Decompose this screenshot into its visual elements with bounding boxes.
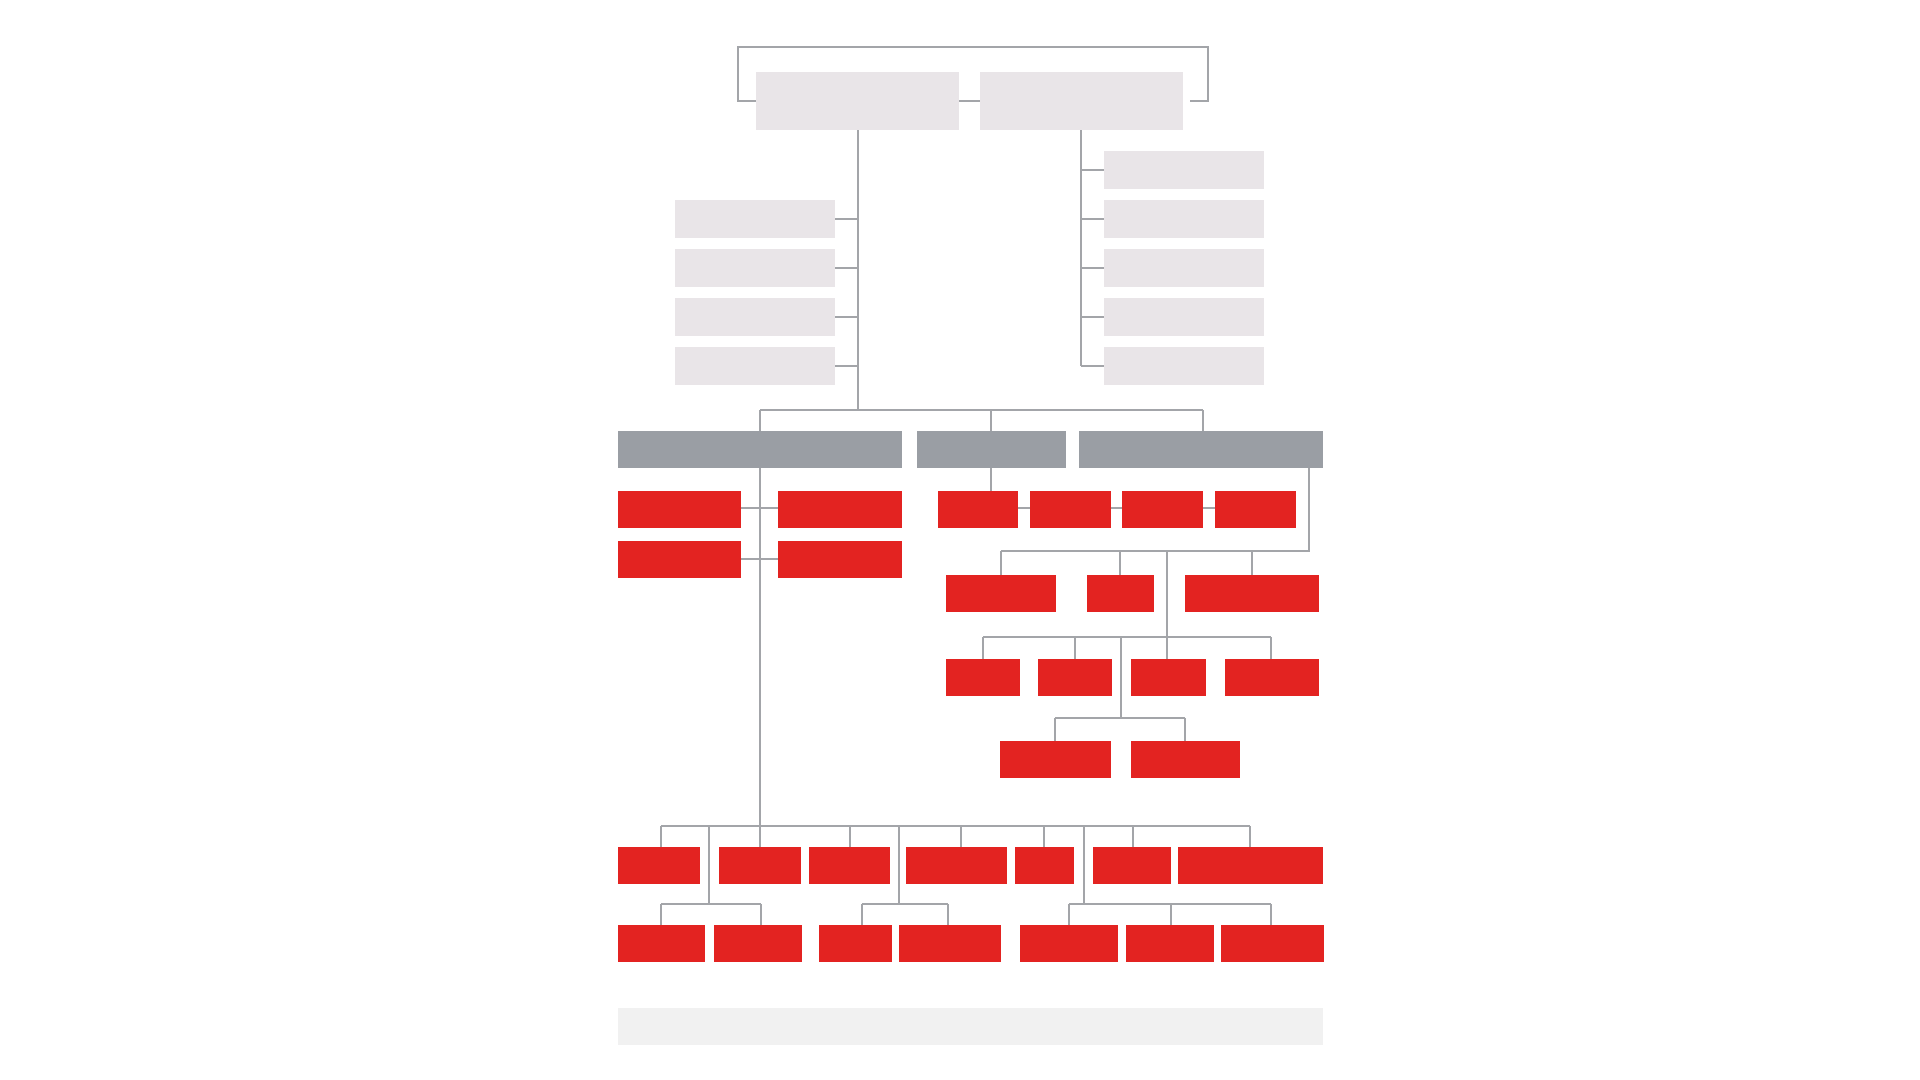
right-branch-unit-5 <box>1038 659 1112 696</box>
bottom-row1-unit-6 <box>1093 847 1171 884</box>
left-division-unit-4 <box>778 541 902 578</box>
right-branch-unit-4 <box>946 659 1020 696</box>
left-staff-box-3 <box>675 298 835 336</box>
bottom-row1-unit-7 <box>1178 847 1323 884</box>
division-header-left <box>618 431 902 468</box>
division-header-right <box>1079 431 1323 468</box>
footer-bar <box>618 1008 1323 1045</box>
right-division-branch-bus <box>1001 468 1310 552</box>
right-staff-box-1 <box>1104 151 1264 189</box>
executive-bracket-line <box>737 46 1209 102</box>
left-division-unit-1 <box>618 491 741 528</box>
right-branch-unit-6 <box>1131 659 1206 696</box>
bottom-row1-unit-1 <box>618 847 700 884</box>
bottom-row2-unit-2 <box>714 925 802 962</box>
bottom-row2-unit-4 <box>899 925 1001 962</box>
right-branch-unit-9 <box>1131 741 1240 778</box>
bottom-row2-unit-7 <box>1221 925 1324 962</box>
left-staff-box-1 <box>675 200 835 238</box>
bottom-row2-unit-1 <box>618 925 705 962</box>
division-header-middle <box>917 431 1066 468</box>
bottom-row1-unit-2 <box>719 847 801 884</box>
bottom-row2-unit-5 <box>1020 925 1118 962</box>
middle-division-unit-4 <box>1215 491 1296 528</box>
right-branch-unit-7 <box>1225 659 1319 696</box>
right-staff-box-2 <box>1104 200 1264 238</box>
bottom-row1-unit-5 <box>1015 847 1074 884</box>
org-boxes <box>618 72 1324 1045</box>
right-branch-unit-3 <box>1185 575 1319 612</box>
executive-box-1 <box>756 72 959 130</box>
bottom-row1-unit-3 <box>809 847 890 884</box>
right-branch-unit-2 <box>1087 575 1154 612</box>
right-staff-box-5 <box>1104 347 1264 385</box>
right-branch-unit-1 <box>946 575 1056 612</box>
left-division-unit-2 <box>778 491 902 528</box>
executive-box-2 <box>980 72 1183 130</box>
middle-division-unit-1 <box>938 491 1018 528</box>
left-staff-box-2 <box>675 249 835 287</box>
right-branch-unit-8 <box>1000 741 1111 778</box>
left-staff-box-4 <box>675 347 835 385</box>
right-staff-box-4 <box>1104 298 1264 336</box>
middle-division-unit-3 <box>1122 491 1203 528</box>
right-staff-box-3 <box>1104 249 1264 287</box>
middle-division-unit-2 <box>1030 491 1111 528</box>
bottom-row2-unit-3 <box>819 925 892 962</box>
connector-lines <box>660 46 1310 925</box>
bottom-row1-unit-4 <box>906 847 1007 884</box>
bottom-row2-unit-6 <box>1126 925 1214 962</box>
left-division-unit-3 <box>618 541 741 578</box>
